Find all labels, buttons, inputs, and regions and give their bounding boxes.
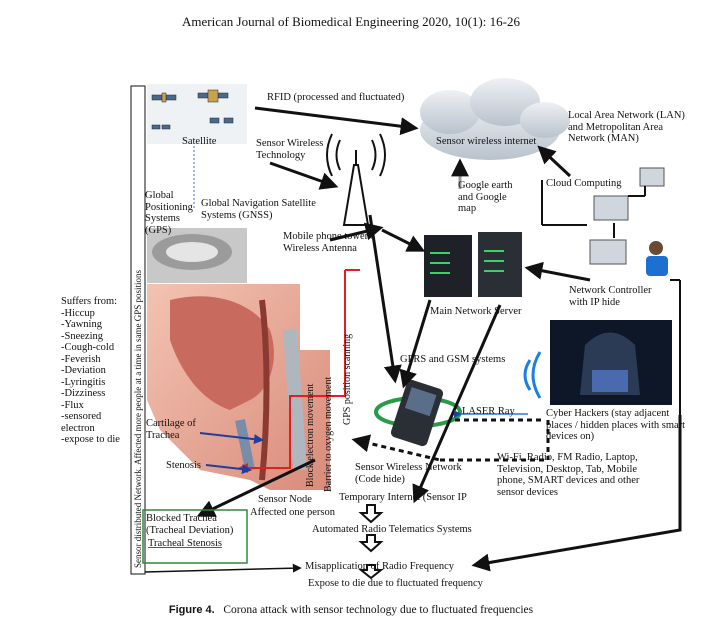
list-item: -Feverish (61, 353, 101, 365)
list-item: -Sneezing (61, 330, 103, 342)
cloud-computing-label: Cloud Computing (546, 178, 622, 189)
hacker-image (550, 320, 672, 405)
blocked-trachea-text: Blocked Trachea (Tracheal Deviation) (146, 513, 234, 536)
barrier-oxygen-label: Barrier to oxygen movement (323, 376, 334, 492)
list-item: -expose to die (61, 434, 120, 445)
phone-image (374, 379, 462, 447)
cartilage-label: Cartilage of Trachea (146, 418, 196, 441)
user-icon (646, 241, 668, 276)
server-image (424, 232, 522, 297)
tracheal-stenosis-label: Tracheal Stenosis (148, 538, 222, 549)
devices-label: Wi-Fi, Radio, FM Radio, Laptop, Televisi… (497, 452, 640, 498)
cloud-image (420, 78, 570, 160)
figure-caption: Figure 4. Corona attack with sensor tech… (0, 604, 702, 616)
network-controller-label: Network Controller with IP hide (569, 285, 652, 308)
misapplication-label: Misapplication of Radio Frequency (305, 561, 455, 572)
sensor-node-label: Sensor Node (258, 494, 312, 505)
satellite-image (147, 84, 247, 144)
list-item: -Dizziness (61, 388, 106, 399)
automated-radio-label: Automated Radio Telematics Systems (312, 524, 472, 535)
journal-header: American Journal of Biomedical Engineeri… (182, 14, 520, 29)
expose-label: Expose to die due to fluctuated frequenc… (308, 578, 483, 589)
affected-one-label: Affected one person (250, 507, 335, 518)
laser-label: LASER Ray (462, 406, 515, 417)
earphone-image (147, 228, 247, 283)
sensor-wireless-internet-label: Sensor wireless internet (436, 136, 537, 147)
list-item: -Cough-cold (61, 342, 115, 353)
list-item: -Flux (61, 399, 84, 411)
suffers-list: Suffers from: -Hiccup -Yawning -Sneezing… (61, 296, 121, 446)
main-server-label: Main Network Server (430, 306, 522, 317)
figure-number: Figure 4. (168, 604, 215, 616)
throat-anatomy-image (147, 284, 330, 490)
stenosis-label: Stenosis (166, 460, 202, 471)
list-item: -sensored electron (61, 411, 102, 434)
list-item: -Yawning (61, 319, 102, 330)
computer-icons (589, 167, 665, 265)
temp-internet-label: Temporary Internet (Sensor IP (339, 492, 467, 503)
list-item: -Hiccup (61, 307, 95, 319)
gnss-label: Global Navigation Satellite Systems (GNS… (201, 198, 316, 221)
hackers-label: Cyber Hackers (stay adjacent places / hi… (546, 408, 686, 442)
rfid-label: RFID (processed and fluctuated) (267, 92, 405, 103)
sensor-wireless-network-label: Sensor Wireless Network (Code hide) (355, 462, 462, 485)
sensor-wireless-tech-label: Sensor Wireless Technology (256, 138, 324, 161)
list-item: -Deviation (61, 365, 106, 376)
suffers-title: Suffers from: (61, 296, 118, 307)
google-label: Google earth and Google map (458, 180, 513, 214)
gps-scanning-label: GPS position scanning (342, 333, 353, 425)
vertical-network-label: Sensor distributed Network. Affected mor… (133, 269, 143, 568)
gprs-label: GPRS and GSM systems (400, 354, 506, 365)
caption-text: Corona attack with sensor technology due… (223, 604, 534, 616)
gps-label: Global Positioning Systems (GPS) (145, 190, 193, 236)
block-electron-label: Block electron movement (305, 383, 316, 487)
tower-label: Mobile phone tower / Wireless Antenna (283, 231, 374, 254)
list-item: -Lyringitis (61, 376, 106, 388)
blocked-trachea-label: Blocked Trachea (Tracheal Deviation) (146, 513, 246, 536)
lan-man-label: Local Area Network (LAN) and Metropolita… (568, 110, 685, 144)
satellite-label: Satellite (182, 136, 217, 147)
